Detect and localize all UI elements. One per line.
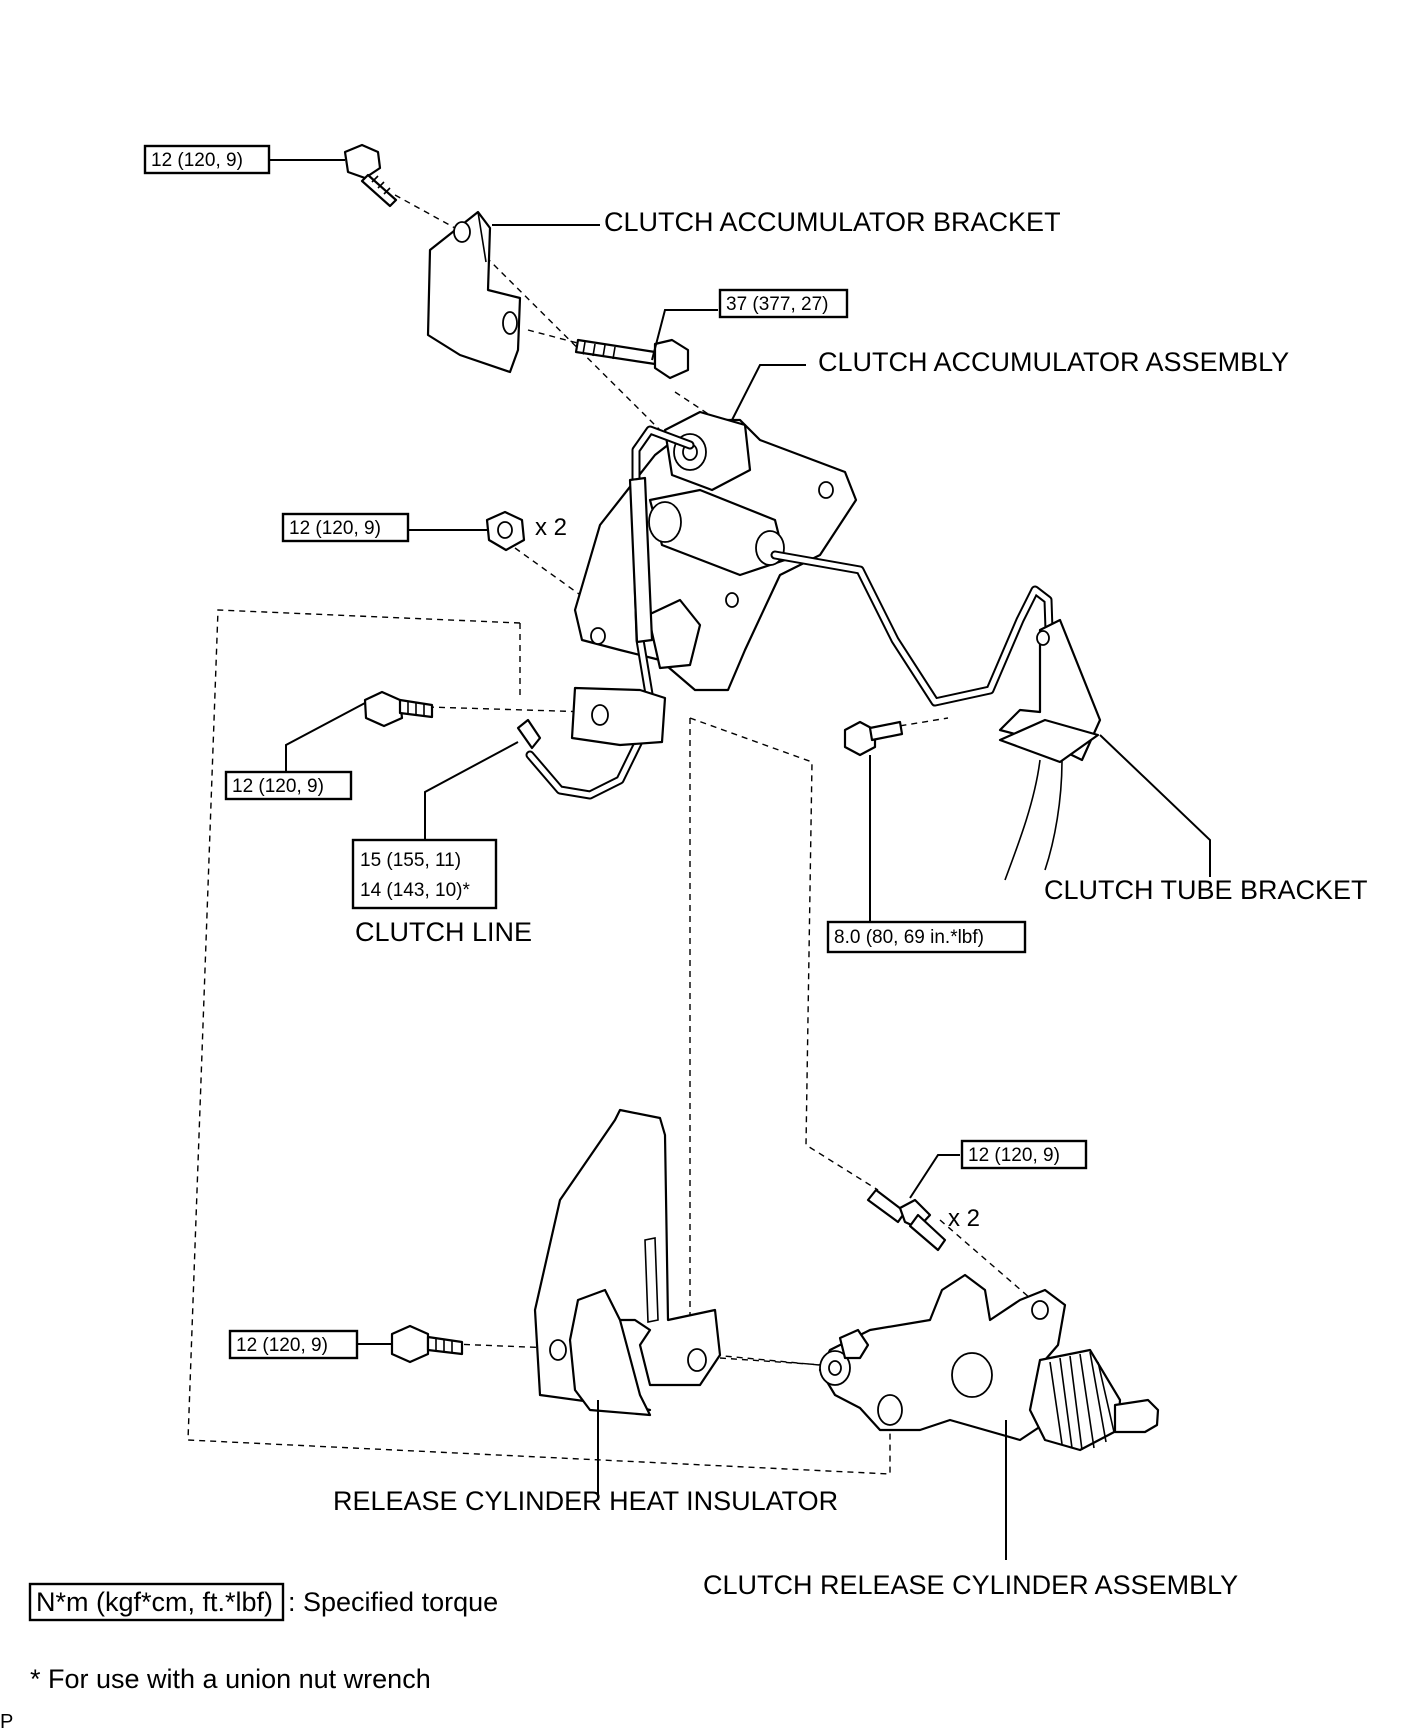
label-clutch-line: CLUTCH LINE — [355, 917, 532, 947]
torque-clutch-line: 15 (155, 11) 14 (143, 10)* — [351, 838, 498, 910]
footnote: * For use with a union nut wrench — [30, 1664, 431, 1694]
accumulator-nut-icon — [485, 510, 526, 552]
label-release-cylinder: CLUTCH RELEASE CYLINDER ASSEMBLY — [703, 1570, 1238, 1600]
insulator-bolt-icon — [390, 1324, 464, 1364]
release-cylinder-part — [818, 1273, 1160, 1452]
stud-quantity: x 2 — [948, 1205, 980, 1232]
label-accumulator-assembly: CLUTCH ACCUMULATOR ASSEMBLY — [818, 347, 1289, 377]
tube-bracket-part — [998, 618, 1102, 881]
torque-bracket-bolt: 12 (120, 9) — [143, 144, 271, 175]
torque-insulator-bolt-text: 12 (120, 9) — [236, 1335, 328, 1356]
clutch-line-bracket-part — [570, 686, 667, 747]
torque-accumulator-nut: 12 (120, 9) — [281, 512, 410, 543]
torque-clutch-line-b-text: 14 (143, 10)* — [360, 880, 470, 901]
leader-lines — [270, 159, 1211, 1560]
torque-bracket-bolt-text: 12 (120, 9) — [151, 150, 243, 171]
legend-unit-text: : Specified torque — [288, 1587, 498, 1617]
cylinder-stud-icon — [866, 1188, 947, 1252]
torque-tube-bracket-bolt-text: 8.0 (80, 69 in.*lbf) — [834, 927, 984, 948]
torque-clutch-line-a-text: 15 (155, 11) — [360, 850, 461, 871]
torque-accumulator-bolt-text: 37 (377, 27) — [726, 294, 828, 315]
torque-accumulator-nut-text: 12 (120, 9) — [289, 518, 381, 539]
torque-legend: N*m (kgf*cm, ft.*lbf) : Specified torque — [28, 1582, 498, 1622]
torque-cylinder-stud-text: 12 (120, 9) — [968, 1145, 1060, 1166]
torque-cylinder-stud: 12 (120, 9) — [960, 1139, 1088, 1170]
torque-line-bracket-bolt-text: 12 (120, 9) — [232, 776, 324, 797]
accumulator-assembly-part — [573, 410, 858, 692]
torque-accumulator-bolt: 37 (377, 27) — [718, 288, 849, 319]
tube-bracket-bolt-icon — [843, 720, 904, 757]
bracket-bolt-icon — [343, 143, 398, 208]
torque-line-bracket-bolt: 12 (120, 9) — [224, 770, 353, 801]
accumulator-bracket-part — [426, 210, 522, 374]
label-tube-bracket: CLUTCH TUBE BRACKET — [1044, 875, 1368, 905]
torque-insulator-bolt: 12 (120, 9) — [228, 1329, 359, 1360]
accumulator-bolt-icon — [574, 338, 690, 380]
label-heat-insulator: RELEASE CYLINDER HEAT INSULATOR — [333, 1486, 838, 1516]
torque-tube-bracket-bolt: 8.0 (80, 69 in.*lbf) — [826, 920, 1027, 954]
heat-insulator-part — [533, 1108, 722, 1417]
corner-mark: P — [0, 1711, 13, 1733]
line-bracket-bolt-icon — [363, 690, 434, 728]
label-accumulator-bracket: CLUTCH ACCUMULATOR BRACKET — [604, 207, 1061, 237]
nut-quantity: x 2 — [535, 514, 567, 541]
legend-unit-box-text: N*m (kgf*cm, ft.*lbf) — [36, 1587, 273, 1617]
